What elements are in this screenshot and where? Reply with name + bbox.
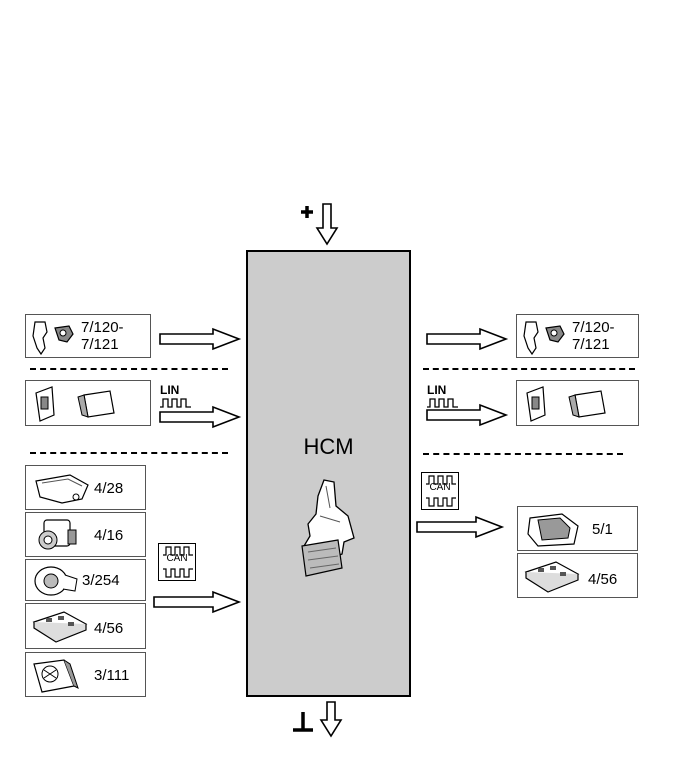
can-bus-badge: CAN — [421, 472, 459, 510]
left-top-label-line1: 7/120- — [81, 319, 124, 336]
can-device-label: 4/16 — [94, 527, 124, 544]
can-device-label: 4/56 — [94, 620, 124, 637]
door-lock-icon — [32, 321, 74, 356]
lin-bus-label: LIN — [160, 383, 180, 397]
can-device-label: 3/111 — [94, 667, 130, 684]
can-bus-label: CAN — [166, 553, 188, 564]
output-arrow — [426, 327, 509, 351]
can-waveform-icon — [163, 546, 193, 556]
lin-arrow — [159, 405, 242, 429]
can-device-3-111: 3/111 — [25, 652, 146, 697]
lin-device-icon — [35, 386, 115, 422]
signal-arrow — [159, 327, 242, 351]
can-waveform-icon — [163, 568, 193, 578]
can-arrow — [416, 515, 505, 539]
hcm-label: HCM — [303, 434, 354, 459]
can-device-label: 3/254 — [82, 572, 120, 589]
separator-line — [30, 368, 228, 370]
ground-icon — [293, 701, 343, 738]
can-device-label: 4/28 — [94, 480, 124, 497]
can-device-4-56-right: 4/56 — [517, 553, 638, 598]
can-device-3-254: 3/254 — [25, 559, 146, 601]
control-panel-icon — [33, 659, 79, 693]
display-unit-icon — [527, 513, 579, 547]
lin-waveform-icon — [160, 398, 191, 408]
can-device-4-56: 4/56 — [25, 603, 146, 649]
can-arrow — [153, 590, 242, 614]
separator-line — [30, 452, 228, 454]
left-lin-device-box — [25, 380, 151, 426]
hcm-module: HCM — [246, 250, 411, 697]
lin-waveform-icon — [427, 398, 458, 408]
door-lock-icon — [523, 321, 565, 356]
separator-line — [423, 453, 623, 455]
right-lin-device-box — [516, 380, 639, 426]
can-waveform-icon — [426, 475, 456, 485]
separator-line — [423, 368, 635, 370]
can-bus-badge: CAN — [158, 543, 196, 581]
control-unit-icon — [35, 474, 89, 504]
can-device-4-16: 4/16 — [25, 512, 146, 557]
can-device-label: 5/1 — [592, 521, 613, 538]
can-waveform-icon — [426, 497, 456, 507]
left-top-label-line2: 7/121 — [81, 336, 119, 353]
can-device-4-28: 4/28 — [25, 465, 146, 510]
switch-panel-icon — [524, 561, 580, 593]
right-door-lock-box: 7/120- 7/121 — [516, 314, 639, 358]
lin-bus-label: LIN — [427, 383, 447, 397]
hcm-unit-icon — [301, 479, 355, 577]
can-bus-label: CAN — [429, 482, 451, 493]
switch-panel-icon — [32, 611, 88, 643]
right-top-label-line1: 7/120- — [572, 319, 615, 336]
can-device-5-1: 5/1 — [517, 506, 638, 551]
right-top-label-line2: 7/121 — [572, 336, 610, 353]
lin-device-icon — [526, 386, 606, 422]
module-icon — [34, 566, 78, 596]
can-device-label: 4/56 — [588, 571, 618, 588]
lin-arrow — [426, 403, 509, 427]
power-supply-icon — [301, 203, 339, 246]
left-door-lock-box: 7/120- 7/121 — [25, 314, 151, 358]
abs-unit-icon — [38, 519, 77, 550]
